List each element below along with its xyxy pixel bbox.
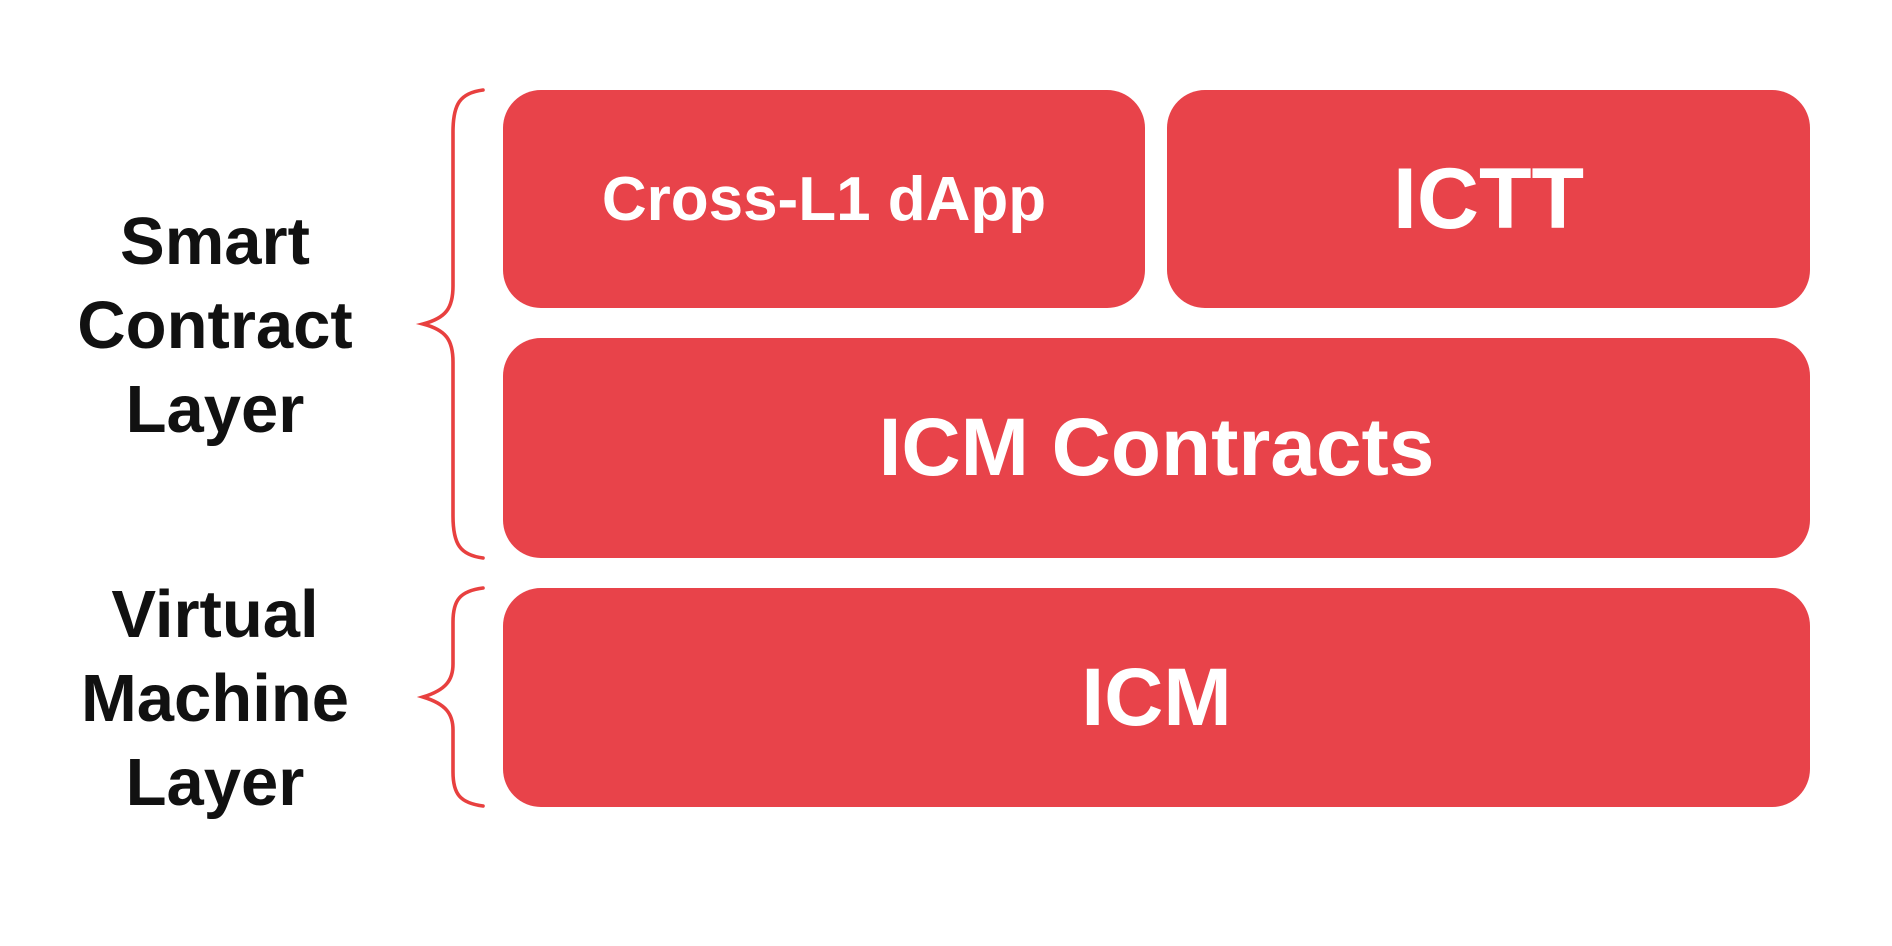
icm-box: ICM <box>503 588 1810 807</box>
ictt-box-label: ICTT <box>1392 150 1585 247</box>
cross-l1-dapp-box: Cross-L1 dApp <box>503 90 1145 308</box>
virtual-machine-layer-label: Virtual Machine Layer <box>80 577 350 820</box>
smart-contract-layer-brace-icon <box>415 88 485 560</box>
virtual-machine-layer-brace-icon <box>416 586 485 808</box>
icm-contracts-box: ICM Contracts <box>503 338 1810 558</box>
cross-l1-dapp-box-label: Cross-L1 dApp <box>601 164 1047 234</box>
ictt-box: ICTT <box>1167 90 1810 308</box>
smart-contract-layer-label: Smart Contract Layer <box>77 204 353 447</box>
icm-contracts-box-label: ICM Contracts <box>878 402 1435 493</box>
icm-box-label: ICM <box>1081 651 1232 743</box>
